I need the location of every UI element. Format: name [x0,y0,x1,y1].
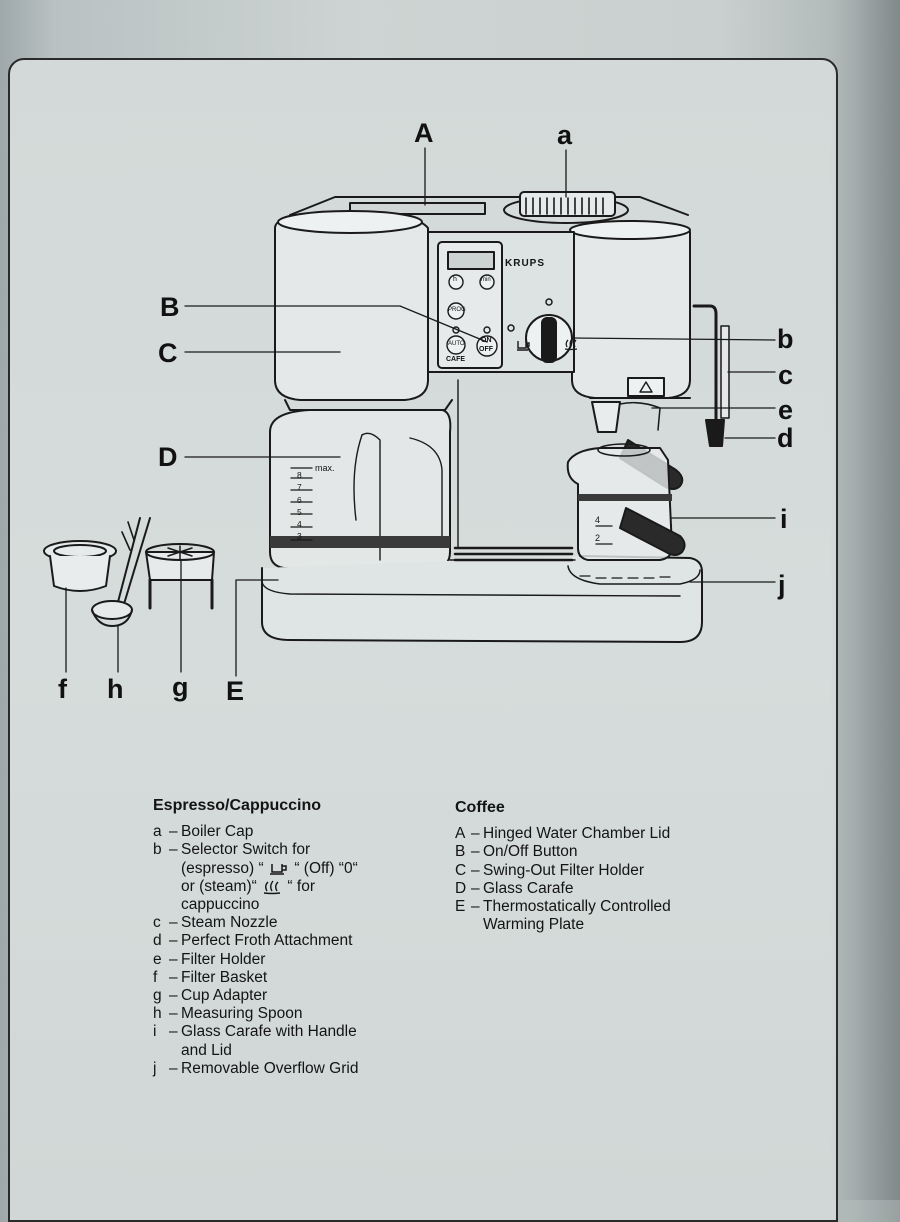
legend-item: B–On/Off Button [455,843,578,861]
legend-item: f–Filter Basket [153,968,268,986]
label-d: d [777,423,794,453]
legend-item: c–Steam Nozzle [153,914,278,932]
label-h: h [107,674,124,704]
label-E: E [226,676,245,706]
legend-espresso: Espresso/Cappuccino a–Boiler Cap b–Selec… [153,797,413,1078]
label-j: j [778,570,786,600]
label-e: e [778,395,794,425]
espresso-cup-icon [270,863,287,875]
button-minute-label: min [481,277,491,283]
button-hour-label: h [453,276,457,283]
small-carafe-mark: 2 [595,533,601,543]
legend-item: b–Selector Switch for [153,841,311,859]
carafe-max-mark: max. [315,463,335,473]
carafe-mark: 3 [297,531,302,542]
small-carafe-mark: 4 [595,515,601,525]
legend-item: x–Warming Plate [483,916,585,934]
button-off-label: OFF [479,346,493,353]
legend-item: g–Cup Adapter [153,987,268,1005]
label-i: i [780,504,788,534]
carafe-mark: 8 [297,470,302,480]
button-prog-label: PROG [448,307,466,313]
label-A: A [414,118,434,148]
leader-lines [65,147,776,677]
steam-icon [564,338,578,351]
overflow-grid-dots [579,575,671,579]
legend-item: A–Hinged Water Chamber Lid [455,825,671,843]
legend-item: e–Filter Holder [153,950,266,968]
boiler-cap-ridges [525,197,604,215]
cafe-label: CAFE [446,356,466,363]
label-a: a [557,120,573,150]
legend-item: i–Glass Carafe with Handle [153,1023,357,1041]
carafe-mark: 5 [297,506,302,517]
espresso-cup-icon [517,341,530,351]
button-on-label: ON [481,337,492,344]
legend-item: D–Glass Carafe [455,879,574,897]
carafe-mark: 7 [297,482,302,493]
legend-item: h–Measuring Spoon [153,1005,303,1023]
carafe-mark: 4 [297,519,302,530]
legend-espresso-title: Espresso/Cappuccino [153,797,322,814]
legend-item: C–Swing-Out Filter Holder [455,861,645,879]
label-c: c [778,360,794,390]
legend-item: d–Perfect Froth Attachment [153,932,353,950]
legend-item: x– or (steam)“ “ for [181,877,315,895]
label-b: b [777,324,794,354]
legend-coffee-title: Coffee [455,799,505,816]
page-shadow [830,0,900,1200]
label-D: D [158,442,178,472]
brand-logo: KRUPS [505,258,546,269]
legend-item: x–and Lid [181,1041,232,1059]
steam-icon [264,880,281,894]
label-f: f [58,674,67,704]
legend-item: x–cappuccino [181,896,260,914]
carafe-mark: 6 [297,494,302,505]
label-C: C [158,338,178,368]
legend-item: a–Boiler Cap [153,823,254,841]
button-auto-label: AUTO [448,341,465,347]
carafe-scale: 8 7 6 5 4 3 [297,469,302,543]
legend-item: j–Removable Overflow Grid [153,1059,359,1077]
label-B: B [160,292,180,322]
label-g: g [172,672,189,702]
legend-item: E–Thermostatically Controlled [455,898,671,916]
legend-coffee: Coffee A–Hinged Water Chamber Lid B–On/O… [455,799,735,934]
legend-item: x– (espresso) “ “ (Off) “0“ [181,859,358,877]
